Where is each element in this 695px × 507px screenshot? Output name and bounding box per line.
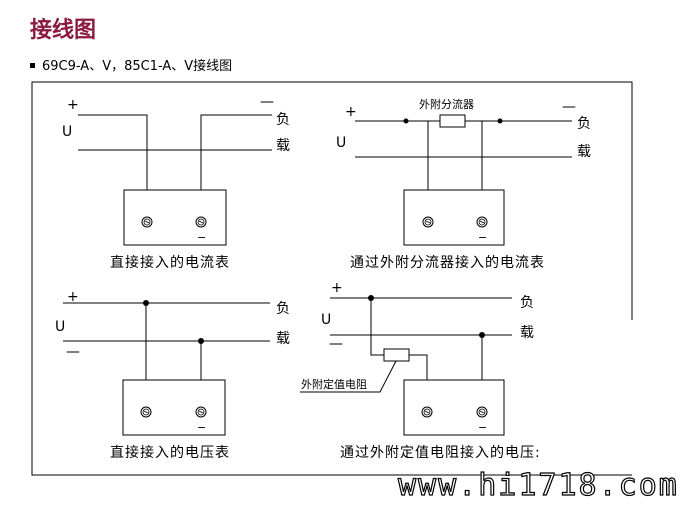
meter-terminal-minus xyxy=(476,406,488,418)
u-label: U xyxy=(62,124,72,140)
u-label: U xyxy=(321,312,331,328)
meter-terminal-minus xyxy=(195,216,207,228)
load-label-top: 负 xyxy=(276,301,290,317)
voltage-resistor xyxy=(383,348,410,362)
meter-terminal-minus xyxy=(476,216,488,228)
minus-label: — xyxy=(329,336,343,352)
meter-minus-label: − xyxy=(478,421,487,434)
minus-label: — xyxy=(260,94,274,110)
wire-to-resistor xyxy=(370,298,384,356)
load-label-bottom: 载 xyxy=(276,138,290,154)
caption: 直接接入的电流表 xyxy=(110,254,230,271)
load-label-top: 负 xyxy=(577,116,591,132)
plus-label: + xyxy=(67,97,79,113)
u-label: U xyxy=(55,319,65,335)
meter-terminal-plus xyxy=(140,406,152,418)
wire-load xyxy=(200,114,272,215)
meter-box xyxy=(403,379,505,436)
load-label-bottom: 载 xyxy=(520,325,534,341)
meter-box xyxy=(403,189,505,246)
meter-terminal-plus xyxy=(421,406,433,418)
page-subtitle: 69C9-A、V，85C1-A、V接线图 xyxy=(30,55,232,74)
meter-terminal-minus xyxy=(195,406,207,418)
meter-box xyxy=(122,379,226,436)
caption: 通过外附定值电阻接入的电压: xyxy=(340,444,541,461)
junction-dot xyxy=(403,118,409,124)
load-label-top: 负 xyxy=(520,295,534,311)
meter-minus-label: − xyxy=(197,421,206,434)
meter-minus-label: − xyxy=(197,231,206,244)
meter-minus-label: − xyxy=(478,231,487,244)
resistor-label: 外附定值电阻 xyxy=(301,377,367,391)
caption: 通过外附分流器接入的电流表 xyxy=(350,254,545,271)
plus-label: + xyxy=(67,289,79,305)
resistor-callout-line xyxy=(300,360,397,393)
load-label-top: 负 xyxy=(276,112,290,128)
u-label: U xyxy=(336,135,346,151)
caption: 直接接入的电压表 xyxy=(110,444,230,461)
page-title: 接线图 xyxy=(30,18,97,43)
load-label-bottom: 载 xyxy=(276,331,290,347)
plus-label: + xyxy=(331,280,343,296)
plus-label: + xyxy=(345,104,357,120)
load-label-bottom: 载 xyxy=(577,144,591,160)
bullet-square xyxy=(30,63,35,68)
watermark: www.hi1718.com xyxy=(398,468,679,503)
shunt-resistor xyxy=(439,114,466,128)
diagram-direct-voltmeter: + U — 负 载 − 直接接入的电压表 xyxy=(55,289,290,461)
wire-positive xyxy=(78,114,148,215)
minus-label: — xyxy=(562,99,576,115)
subtitle-text: 69C9-A、V，85C1-A、V接线图 xyxy=(42,59,233,74)
outer-frame xyxy=(31,81,633,476)
shunt-label: 外附分流器 xyxy=(419,97,474,111)
meter-box xyxy=(123,189,227,246)
meter-terminal-plus xyxy=(141,216,153,228)
diagram-resistor-voltmeter: + U — 负 载 外附定值电阻 − 通过外附定值电阻接入的电压: xyxy=(300,280,541,461)
minus-label: — xyxy=(66,344,80,360)
diagram-direct-ammeter: + — U 负 载 − 直接接入的电流表 xyxy=(62,94,290,271)
junction-dot xyxy=(497,118,503,124)
meter-terminal-plus xyxy=(422,216,434,228)
diagram-shunt-ammeter: + — U 负 载 外附分流器 − 通过外附分流器接入的电流表 xyxy=(336,97,591,271)
